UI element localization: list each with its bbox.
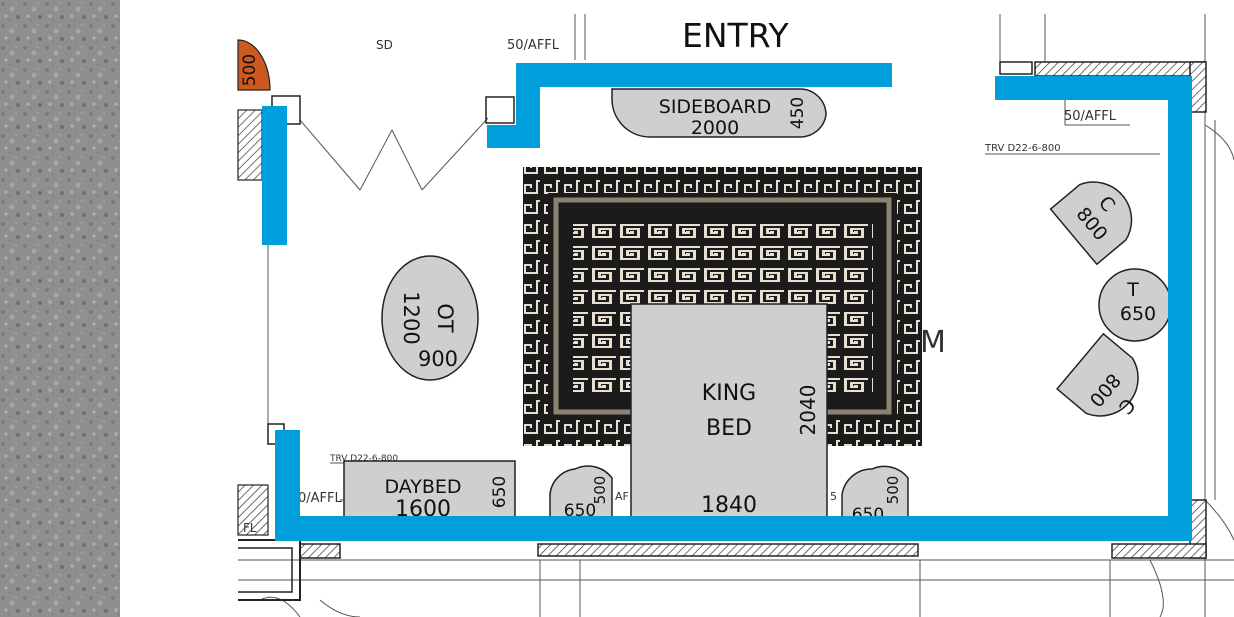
daybed: DAYBED 1600 650 xyxy=(343,460,516,522)
daybed-depth: 650 xyxy=(490,476,510,508)
sideboard: SIDEBOARD 2000 450 xyxy=(611,88,827,139)
note-cut-a: AF xyxy=(615,490,629,503)
hatched-wall-left xyxy=(237,109,263,181)
king-bed-line2: BED xyxy=(706,416,752,441)
ottoman-width: 1200 xyxy=(399,291,423,344)
wall-corner-bottom-left-inner xyxy=(238,547,293,593)
hatched-wall-bottom-right xyxy=(1111,543,1207,559)
door-tag xyxy=(237,39,271,91)
side-table: T 650 xyxy=(1098,268,1172,342)
room-letter: M xyxy=(920,325,946,360)
note-trv-top-right: TRV D22-6-800 xyxy=(984,143,1061,154)
bedside-table-left-depth: 500 xyxy=(591,476,609,505)
wall-highlight-top-left-return xyxy=(487,125,540,148)
ottoman-name: OT xyxy=(433,303,457,333)
entry-label: ENTRY xyxy=(682,16,790,55)
wall-highlight xyxy=(262,63,1192,541)
sideboard-length: 2000 xyxy=(691,117,739,139)
wall-stub-top-left xyxy=(485,96,515,124)
hatched-wall-bottom-middle xyxy=(537,543,919,557)
note-affl-bottom-left: 0/AFFL xyxy=(298,491,342,506)
chair-bottom: 800 C xyxy=(1056,332,1139,418)
king-bed-line1: KING xyxy=(702,381,756,406)
note-affl-top-right: 50/AFFL xyxy=(1064,109,1117,124)
wall-highlight-top-right xyxy=(995,76,1192,100)
plan-linework xyxy=(238,14,1234,617)
hatched-wall-right-top xyxy=(1189,61,1207,113)
hatched-wall-top-right xyxy=(1034,61,1206,77)
wall-highlight-left-top xyxy=(262,106,287,245)
king-bed: KING BED 1840 2040 xyxy=(630,303,828,535)
wall-highlight-top xyxy=(516,63,892,87)
wall-stub-top-right xyxy=(999,61,1033,75)
chair-top-shape xyxy=(1049,181,1133,266)
note-cut-b: 5 xyxy=(830,490,837,503)
wall-corner-bottom-left xyxy=(238,539,301,601)
ottoman: OT 1200 900 xyxy=(381,255,479,381)
note-sd: SD xyxy=(376,38,393,52)
wall-highlight-right xyxy=(1168,76,1192,541)
note-trv-bottom-left: TRV D22-6-800 xyxy=(329,454,398,464)
note-affl-top-left: 50/AFFL xyxy=(507,38,560,53)
hatched-wall-bottom-left xyxy=(299,543,341,559)
side-table-name: T xyxy=(1126,279,1139,301)
king-bed-width: 1840 xyxy=(701,493,757,518)
chair-bottom-shape xyxy=(1056,332,1139,417)
daybed-shape xyxy=(343,460,516,522)
hatched-wall-left-bottom xyxy=(237,484,269,536)
ottoman-depth: 900 xyxy=(418,347,458,371)
king-bed-length: 2040 xyxy=(796,385,820,436)
daybed-name: DAYBED xyxy=(384,476,461,498)
sideboard-shape xyxy=(611,88,827,138)
stone-texture-strip xyxy=(0,0,120,617)
note-fl-bottom-left: FL xyxy=(243,521,257,535)
door-tag-label: 500 xyxy=(240,54,260,86)
wall-highlight-left-bottom xyxy=(275,430,300,541)
ottoman-shape xyxy=(381,255,479,381)
bedside-table-left: 650 500 xyxy=(549,465,613,521)
sideboard-depth: 450 xyxy=(788,97,808,129)
chair-top: C 800 xyxy=(1049,181,1133,266)
bedside-table-right-depth: 500 xyxy=(884,476,902,505)
king-bed-shape xyxy=(630,303,828,535)
wall-highlight-bottom xyxy=(275,516,1192,541)
side-table-size: 650 xyxy=(1120,303,1156,325)
sideboard-name: SIDEBOARD xyxy=(659,96,771,118)
